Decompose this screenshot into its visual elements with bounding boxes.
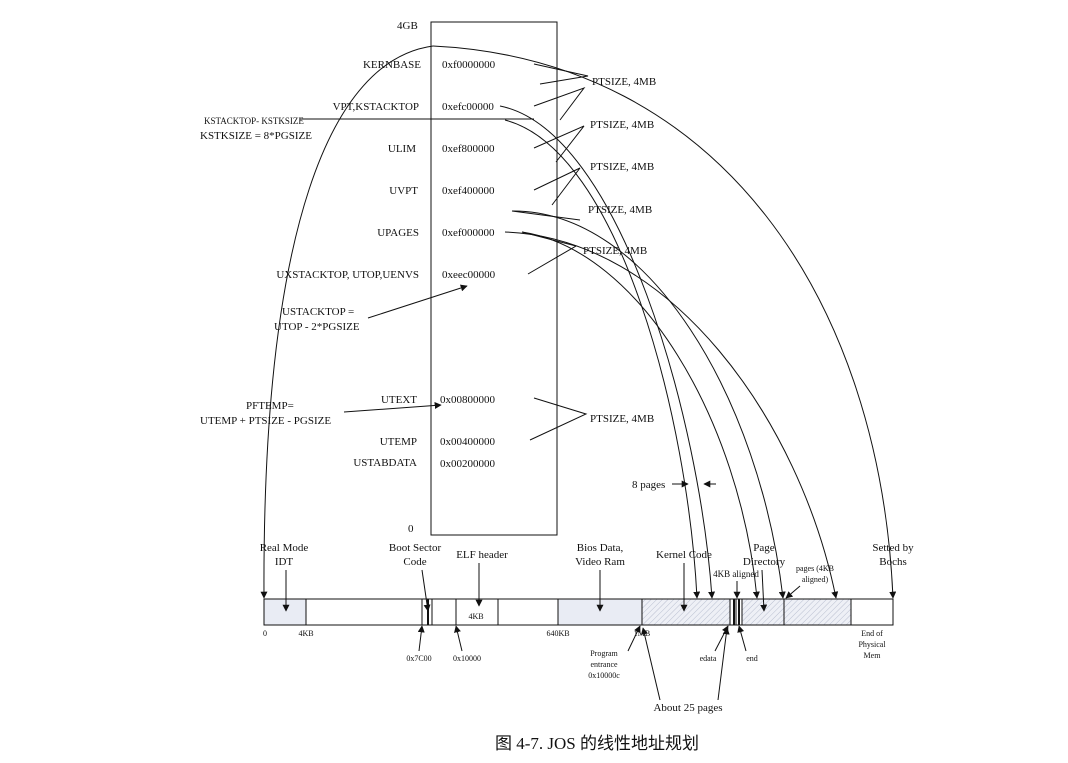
note-kstack-1: KSTACKTOP- KSTKSIZE	[204, 116, 304, 126]
row-name-kernbase: KERNBASE	[363, 59, 421, 71]
tick-end: end	[746, 654, 758, 663]
label-video-ram: Video Ram	[575, 556, 625, 568]
tick-4kb: 4KB	[298, 629, 313, 638]
eight-pages-label: 8 pages	[632, 479, 665, 491]
label-page: Page	[753, 542, 775, 554]
label-pages-aligned: aligned)	[802, 575, 829, 584]
row-addr-uxstacktop: 0xeec00000	[442, 269, 496, 281]
tick-physical: Physical	[858, 640, 886, 649]
row-addr-uvpt: 0xef400000	[442, 185, 495, 197]
ptsize-label-5: PTSIZE, 4MB	[583, 245, 647, 257]
row-addr-vpt: 0xefc00000	[442, 101, 494, 113]
tick-0x7c00: 0x7C00	[406, 654, 431, 663]
note-ustack-1: USTACKTOP =	[282, 306, 354, 318]
tick-program: Program	[590, 649, 618, 658]
tick-0: 0	[263, 629, 267, 638]
tick-edata: edata	[700, 654, 717, 663]
row-addr-utext: 0x00800000	[440, 394, 496, 406]
label-kernel-code: Kernel Code	[656, 549, 712, 561]
linear-address-box	[430, 21, 558, 536]
ptsize-label-6: PTSIZE, 4MB	[590, 413, 654, 425]
row-name-utext: UTEXT	[381, 394, 417, 406]
tick-end-of: End of	[861, 629, 883, 638]
label-bochs: Bochs	[879, 556, 907, 568]
label-boot-code: Code	[403, 556, 426, 568]
label-pages: pages (4KB	[796, 564, 834, 573]
row-name-upages: UPAGES	[377, 227, 419, 239]
label-elf-header: ELF header	[456, 549, 508, 561]
figure-caption: 图 4-7. JOS 的线性地址规划	[495, 734, 699, 753]
label-boot-sector: Boot Sector	[389, 542, 442, 554]
row-addr-ustabdata: 0x00200000	[440, 458, 496, 470]
ptsize-label-3: PTSIZE, 4MB	[590, 161, 654, 173]
label-elf-4kb: 4KB	[468, 612, 483, 621]
region-arrows	[282, 563, 801, 612]
ptsize-label-1: PTSIZE, 4MB	[592, 76, 656, 88]
about-25-pages: About 25 pages	[653, 702, 722, 714]
tick-640kb: 640KB	[546, 629, 569, 638]
label-idt: IDT	[275, 556, 294, 568]
tick-entrance: entrance	[590, 660, 618, 669]
label-directory: Directory	[743, 556, 786, 568]
row-addr-ulim: 0xef800000	[442, 143, 495, 155]
row-addr-upages: 0xef000000	[442, 227, 495, 239]
row-name-utemp: UTEMP	[380, 436, 417, 448]
row-name-ustabdata: USTABDATA	[353, 457, 417, 469]
top-4gb-label: 4GB	[397, 20, 418, 32]
note-ustack-2: UTOP - 2*PGSIZE	[274, 321, 360, 333]
row-name-uvpt: UVPT	[389, 185, 418, 197]
row-name-ulim: ULIM	[388, 143, 416, 155]
tick-0x10000c: 0x10000c	[588, 671, 620, 680]
note-kstack-2: KSTKSIZE = 8*PGSIZE	[200, 130, 312, 142]
label-4kb-aligned: 4KB aligned	[713, 569, 759, 579]
tick-mem: Mem	[864, 651, 882, 660]
note-pftemp-1: PFTEMP=	[246, 400, 294, 412]
row-name-uxstacktop: UXSTACKTOP, UTOP,UENVS	[276, 269, 419, 281]
mapping-curves	[260, 45, 897, 599]
tick-arrows	[417, 625, 747, 701]
bottom-zero-label: 0	[408, 523, 414, 535]
row-name-vpt-kstacktop: VPT,KSTACKTOP	[333, 101, 419, 113]
physical-memory-bar	[263, 598, 894, 626]
note-pftemp-2: UTEMP + PTSIZE - PGSIZE	[200, 415, 331, 427]
ptsize-label-2: PTSIZE, 4MB	[590, 119, 654, 131]
tick-0x10000: 0x10000	[453, 654, 481, 663]
row-addr-utemp: 0x00400000	[440, 436, 496, 448]
label-setted-by: Setted by	[872, 542, 914, 554]
row-addr-kernbase: 0xf0000000	[442, 59, 496, 71]
label-bios-data: Bios Data,	[577, 542, 624, 554]
label-real-mode: Real Mode	[260, 542, 309, 554]
ptsize-label-4: PTSIZE, 4MB	[588, 204, 652, 216]
